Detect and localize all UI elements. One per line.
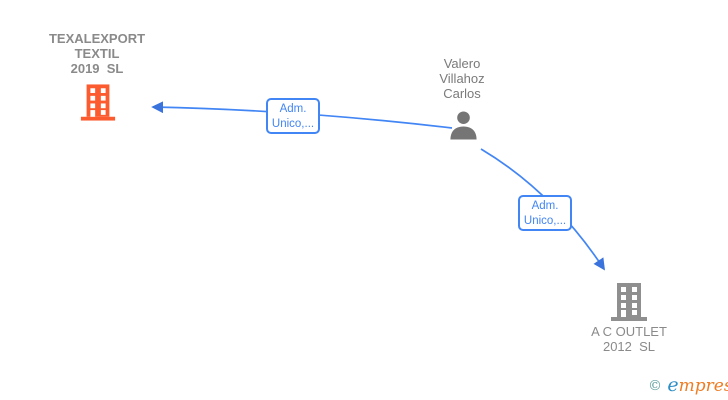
empresia-logo-text: mpresia: [678, 376, 728, 396]
person-icon[interactable]: [448, 110, 479, 140]
company-name-line: TEXTIL: [74, 46, 120, 61]
building-icon[interactable]: [609, 283, 649, 321]
building-icon[interactable]: [79, 84, 117, 121]
copyright-icon: ©: [648, 378, 662, 394]
edge-label-adm-unico-texalexport[interactable]: Adm. Unico,...: [266, 98, 320, 134]
edge-label-line: Unico,...: [271, 118, 315, 130]
edge-label-line: Adm.: [279, 103, 307, 115]
person-name-line: Villahoz: [439, 71, 485, 86]
edge-label-adm-unico-acoutlet[interactable]: Adm. Unico,...: [518, 195, 572, 231]
empresia-logo[interactable]: © empresia: [648, 374, 728, 396]
edge-label-line: Unico,...: [523, 215, 567, 227]
company-name-line: 2012 SL: [602, 339, 656, 354]
company-name-line: 2019 SL: [70, 61, 124, 76]
company-name-line: TEXALEXPORT: [48, 31, 146, 46]
empresia-logo-initial: e: [667, 374, 679, 396]
edge-label-line: Adm.: [531, 200, 559, 212]
node-label-valero-villahoz-carlos[interactable]: Valero Villahoz Carlos: [402, 56, 522, 101]
company-name-line: A C OUTLET: [591, 324, 667, 339]
node-label-acoutlet[interactable]: A C OUTLET 2012 SL: [564, 324, 694, 354]
person-name-line: Valero: [443, 56, 481, 71]
node-label-texalexport[interactable]: TEXALEXPORT TEXTIL 2019 SL: [17, 31, 177, 76]
person-name-line: Carlos: [443, 86, 481, 101]
